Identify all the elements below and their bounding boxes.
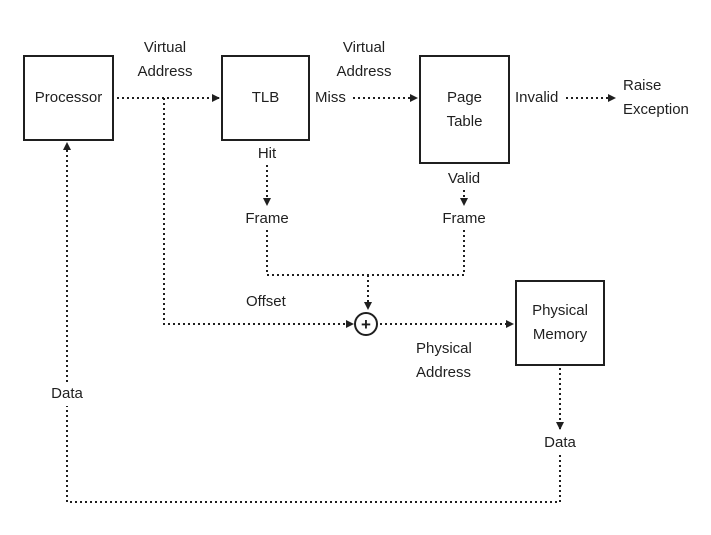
raise-exception-line1: Raise xyxy=(623,77,662,94)
physical-address-line2: Address xyxy=(416,364,472,381)
page-table-label: Page Table xyxy=(447,86,483,134)
physical-address-label: Physical Address xyxy=(416,337,472,385)
offset-label: Offset xyxy=(246,293,286,310)
frame-page-table-label: Frame xyxy=(442,210,486,227)
hit-label: Hit xyxy=(257,145,277,162)
physical-address-line1: Physical xyxy=(416,340,472,357)
virtual-address-1-line2: Address xyxy=(137,63,193,80)
physical-memory-box: Physical Memory xyxy=(515,280,605,366)
tlb-box: TLB xyxy=(221,55,310,141)
virtual-address-label-1: Virtual Address xyxy=(129,36,201,84)
tlb-label: TLB xyxy=(251,89,280,106)
invalid-label: Invalid xyxy=(515,89,559,106)
arrow-offset-to-adder xyxy=(163,98,354,328)
page-table-box: Page Table xyxy=(419,55,510,164)
physical-memory-label-line1: Physical xyxy=(532,302,588,319)
page-table-label-line2: Table xyxy=(446,112,483,130)
data-right-label: Data xyxy=(544,434,576,451)
virtual-address-1-line1: Virtual xyxy=(143,39,187,56)
physical-memory-label: Physical Memory xyxy=(532,299,588,347)
line-frame-pt-down xyxy=(368,230,465,276)
miss-label: Miss xyxy=(315,89,346,106)
page-table-label-line1: Page xyxy=(446,88,483,106)
data-left-label: Data xyxy=(51,385,83,402)
raise-exception-label: Raise Exception xyxy=(623,74,689,122)
valid-label: Valid xyxy=(447,170,481,187)
line-frame-tlb-down xyxy=(266,230,368,276)
frame-tlb-label: Frame xyxy=(245,210,289,227)
virtual-address-label-2: Virtual Address xyxy=(328,36,400,84)
virtual-address-2-line1: Virtual xyxy=(342,39,386,56)
processor-box: Processor xyxy=(23,55,114,141)
adder-symbol: + xyxy=(361,315,371,334)
adder-circle xyxy=(354,312,378,336)
raise-exception-line2: Exception xyxy=(623,101,689,118)
processor-label: Processor xyxy=(34,89,103,106)
line-data-return xyxy=(66,406,561,503)
physical-memory-label-line2: Memory xyxy=(532,326,588,343)
virtual-address-2-line2: Address xyxy=(336,63,392,80)
